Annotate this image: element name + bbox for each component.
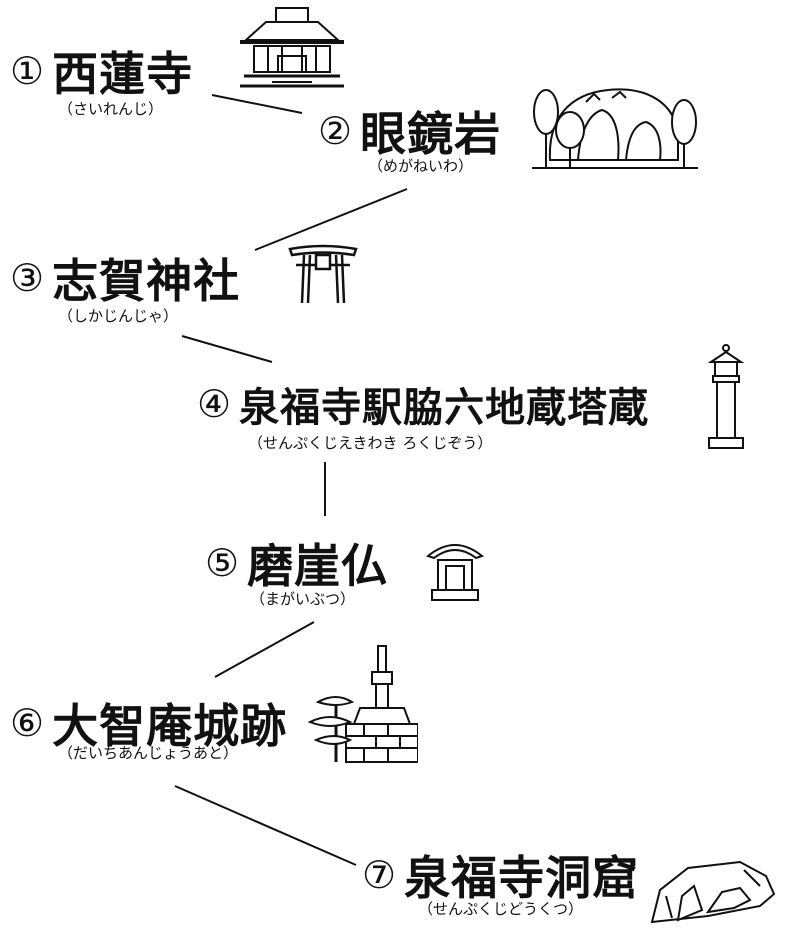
stop-5-number: ⑤ — [205, 541, 240, 585]
connector-6-7 — [174, 785, 357, 866]
stop-4-reading: （せんぷくじえきわき ろくじぞう） — [248, 434, 493, 452]
stop-3-name: 志賀神社 — [52, 254, 241, 308]
stop-6-reading: （だいちあんじょうあと） — [58, 744, 239, 762]
rock-arch-icon — [532, 88, 698, 169]
stop-6-number: ⑥ — [10, 701, 45, 745]
connector-2-3 — [254, 188, 408, 251]
stop-1-number: ① — [10, 49, 45, 93]
stop-6-name: 大智庵城跡 — [52, 699, 288, 753]
stop-4-number: ④ — [197, 382, 232, 426]
cave-icon — [650, 860, 776, 924]
stop-3-number: ③ — [10, 256, 45, 300]
torii-gate-icon — [288, 244, 358, 304]
stop-2-name: 眼鏡岩 — [360, 107, 502, 161]
stop-1-name: 西蓮寺 — [52, 47, 194, 101]
stop-4-name: 泉福寺駅脇六地蔵塔蔵 — [239, 385, 650, 431]
connector-1-2 — [211, 94, 303, 114]
castle-ruins-icon — [307, 645, 418, 763]
stop-3-reading: （しかじんじゃ） — [58, 307, 179, 325]
stop-5-name: 磨崖仏 — [247, 539, 389, 593]
stop-5-reading: （まがいぶつ） — [250, 590, 356, 608]
stop-7-name: 泉福寺洞窟 — [404, 851, 640, 905]
stop-7-number: ⑦ — [362, 853, 397, 897]
stop-2-reading: （めがねいわ） — [368, 157, 474, 175]
stop-2-number: ② — [318, 109, 353, 153]
connector-5-6 — [214, 621, 315, 678]
connector-3-4 — [181, 335, 273, 363]
stop-7-reading: （せんぷくじどうくつ） — [418, 900, 584, 918]
stone-lantern-icon — [707, 344, 745, 449]
temple-hall-icon — [240, 7, 344, 88]
small-shrine-icon — [425, 544, 485, 601]
stop-1-reading: （さいれんじ） — [58, 100, 164, 118]
